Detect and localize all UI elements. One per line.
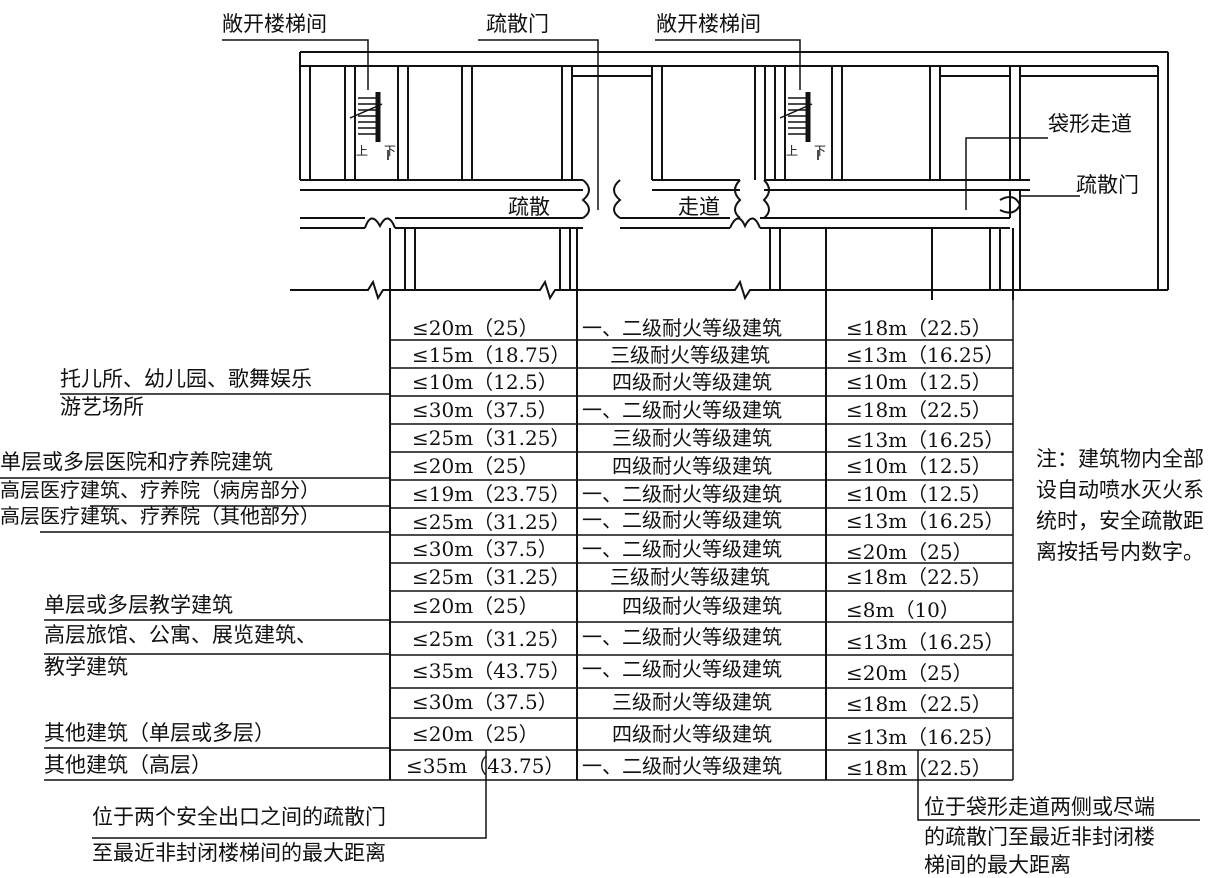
between-exits-distance: ≤20m（25）: [412, 316, 539, 340]
stair-down-mark-2: 下: [814, 144, 827, 158]
open-stairwell-label-2: 敞开楼梯间: [656, 12, 761, 36]
exit-door-label-right: 疏散门: [1076, 173, 1139, 197]
between-exits-distance: ≤15m（18.75）: [412, 343, 571, 367]
open-stairwell-label-1: 敞开楼梯间: [222, 12, 327, 36]
dead-end-distance: ≤10m（12.5）: [846, 454, 992, 478]
stair-up-mark-2: 上: [786, 144, 799, 158]
between-exits-distance: ≤20m（25）: [412, 594, 539, 618]
fire-resistance-grade: 一、二级耐火等级建筑: [582, 754, 782, 778]
between-exits-distance: ≤19m（23.75）: [412, 482, 571, 506]
dead-end-distance: ≤20m（25）: [846, 661, 973, 685]
dead-end-distance: ≤18m（22.5）: [846, 756, 992, 780]
dead-end-distance: ≤18m（22.5）: [846, 565, 992, 589]
stair-down-mark-1: 下: [384, 144, 397, 158]
dead-end-distance: ≤18m（22.5）: [846, 316, 992, 340]
dead-end-caption: 梯间的最大距离: [924, 853, 1071, 877]
dead-end-distance: ≤8m（10）: [846, 598, 960, 622]
fire-resistance-grade: 四级耐火等级建筑: [612, 370, 772, 394]
category-label: 托儿所、幼儿园、歌舞娱乐: [60, 367, 312, 391]
dead-end-distance: ≤13m（16.25）: [846, 343, 1005, 367]
between-exits-distance: ≤30m（37.5）: [412, 690, 558, 714]
dead-end-distance: ≤13m（16.25）: [846, 725, 1005, 749]
between-exits-distance: ≤35m（43.75）: [406, 754, 565, 778]
between-exits-distance: ≤10m（12.5）: [412, 370, 558, 394]
dead-end-distance: ≤13m（16.25）: [846, 509, 1005, 533]
dead-end-distance: ≤10m（12.5）: [846, 482, 992, 506]
category-label: 高层旅馆、公寓、展览建筑、: [44, 623, 317, 647]
category-label: 游艺场所: [60, 395, 144, 419]
between-exits-distance: ≤25m（31.25）: [412, 627, 571, 651]
fire-resistance-grade: 一、二级耐火等级建筑: [582, 316, 782, 340]
dead-end-distance: ≤13m（16.25）: [846, 428, 1005, 452]
between-exits-distance: ≤35m（43.75）: [412, 659, 571, 683]
between-exits-distance: ≤25m（31.25）: [412, 565, 571, 589]
fire-resistance-grade: 三级耐火等级建筑: [610, 565, 770, 589]
between-exits-caption: 位于两个安全出口之间的疏散门: [92, 805, 386, 829]
fire-resistance-grade: 一、二级耐火等级建筑: [582, 537, 782, 561]
between-exits-caption: 至最近非封闭楼梯间的最大距离: [92, 841, 386, 865]
sprinkler-note: 注：建筑物内全部设自动喷水灭火系统时，安全疏散距离按括号内数字。: [1036, 447, 1204, 564]
dead-end-distance: ≤20m（25）: [846, 540, 973, 564]
category-label: 其他建筑（单层或多层）: [44, 721, 275, 745]
between-exits-distance: ≤25m（31.25）: [412, 510, 571, 534]
dead-end-distance: ≤18m（22.5）: [846, 398, 992, 422]
between-exits-distance: ≤25m（31.25）: [412, 426, 571, 450]
fire-resistance-grade: 一、二级耐火等级建筑: [582, 508, 782, 532]
fire-resistance-grade: 四级耐火等级建筑: [612, 722, 772, 746]
fire-resistance-grade: 一、二级耐火等级建筑: [582, 398, 782, 422]
fire-resistance-grade: 四级耐火等级建筑: [622, 594, 782, 618]
category-label: 高层医疗建筑、疗养院（病房部分）: [0, 478, 320, 502]
fire-resistance-grade: 三级耐火等级建筑: [612, 426, 772, 450]
fire-resistance-grade: 三级耐火等级建筑: [612, 690, 772, 714]
between-exits-distance: ≤30m（37.5）: [412, 398, 558, 422]
stair-up-mark-1: 上: [356, 144, 369, 158]
category-label: 教学建筑: [44, 655, 128, 679]
fire-resistance-grade: 三级耐火等级建筑: [610, 343, 770, 367]
category-label: 单层或多层医院和疗养院建筑: [0, 450, 273, 474]
between-exits-distance: ≤20m（25）: [412, 722, 539, 746]
dead-end-caption: 的疏散门至最近非封闭楼: [924, 825, 1155, 849]
fire-resistance-grade: 一、二级耐火等级建筑: [582, 625, 782, 649]
dead-end-distance: ≤13m（16.25）: [846, 630, 1005, 654]
category-label: 其他建筑（高层）: [44, 753, 212, 777]
corridor-label-part1: 疏散: [508, 195, 550, 219]
dead-end-caption: 位于袋形走道两侧或尽端: [924, 795, 1155, 819]
fire-resistance-grade: 一、二级耐火等级建筑: [582, 482, 782, 506]
category-label: 高层医疗建筑、疗养院（其他部分）: [0, 504, 320, 528]
dead-end-corridor-label: 袋形走道: [1048, 112, 1132, 136]
category-label: 单层或多层教学建筑: [44, 593, 233, 617]
between-exits-distance: ≤30m（37.5）: [412, 537, 558, 561]
exit-door-label-top: 疏散门: [486, 12, 549, 36]
corridor-label-part2: 走道: [678, 195, 720, 219]
between-exits-distance: ≤20m（25）: [412, 454, 539, 478]
fire-resistance-grade: 一、二级耐火等级建筑: [582, 657, 782, 681]
dead-end-distance: ≤10m（12.5）: [846, 370, 992, 394]
fire-resistance-grade: 四级耐火等级建筑: [612, 454, 772, 478]
dead-end-distance: ≤18m（22.5）: [846, 692, 992, 716]
